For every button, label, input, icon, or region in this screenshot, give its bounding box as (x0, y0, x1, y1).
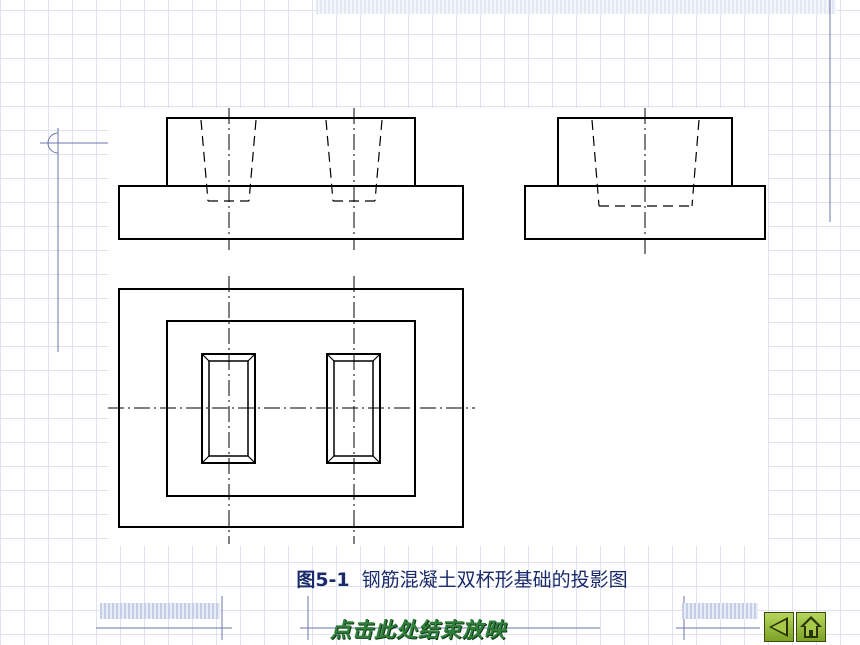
top-view (108, 276, 475, 544)
bottom-band-left (100, 603, 220, 619)
figure-caption: 图5-1 钢筋混凝土双杯形基础的投影图 (0, 565, 860, 592)
front-view-base (118, 185, 464, 240)
home-icon (800, 616, 822, 638)
figure-number: 图5-1 (296, 569, 350, 591)
figure-title: 钢筋混凝土双杯形基础的投影图 (361, 569, 628, 591)
foundation-projection-drawing (108, 108, 768, 546)
left-deco-half-circle (47, 132, 59, 154)
back-arrow-icon (769, 617, 788, 637)
bottom-band-right (682, 603, 758, 619)
back-button[interactable] (764, 612, 794, 642)
top-view-center-lines (108, 276, 475, 544)
side-view-hidden-cup (591, 119, 700, 207)
end-show-link[interactable]: 点击此处结束放映 (330, 617, 506, 642)
projection-svg (108, 108, 766, 544)
side-view (524, 108, 766, 256)
front-view (118, 108, 464, 250)
top-decorative-band (316, 0, 836, 14)
front-view-center-lines (228, 108, 355, 250)
home-button[interactable] (796, 612, 826, 642)
